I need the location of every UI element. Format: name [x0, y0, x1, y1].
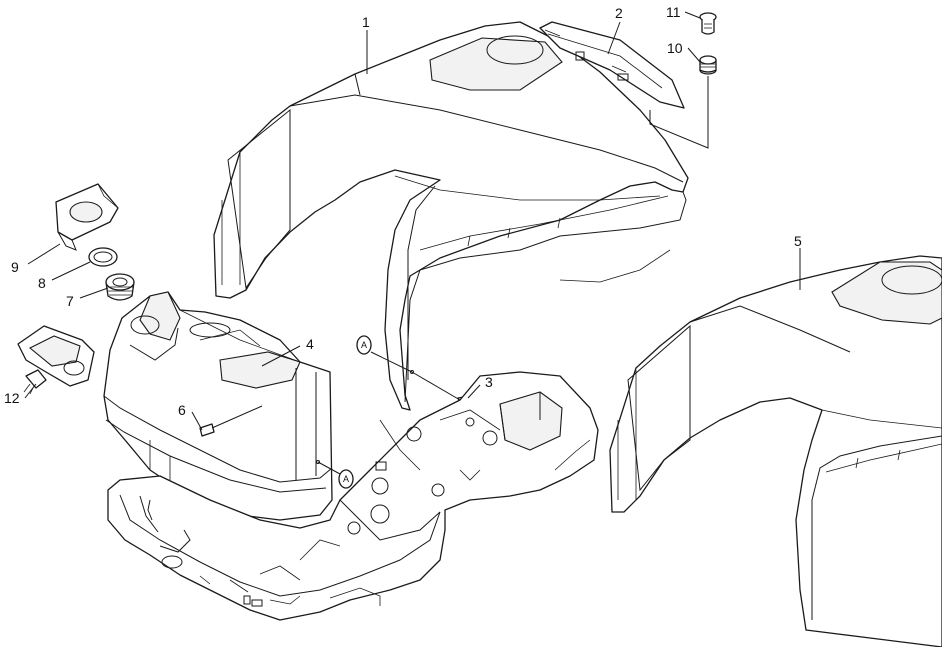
frame-floor-pan	[107, 371, 599, 621]
callout-4: 4	[306, 336, 314, 352]
leader-10	[687, 47, 701, 63]
part-10-grommet	[699, 55, 717, 75]
leader-7	[79, 287, 109, 299]
callout-7: 7	[66, 293, 74, 309]
part-2-side-panel	[539, 21, 685, 109]
leader-8	[51, 261, 91, 281]
leader-11	[684, 11, 701, 19]
reference-mark-label: A	[361, 340, 367, 350]
leader-3	[467, 384, 481, 399]
callout-1: 1	[362, 14, 370, 30]
part-11-clip	[699, 12, 717, 35]
callout-labels: 1 2 3 4 5 6 7 8 9 10 11 12	[4, 4, 802, 418]
callout-leaders	[24, 11, 801, 431]
part-9-cap-cover	[55, 183, 119, 251]
callout-11: 11	[666, 4, 681, 20]
reference-mark-a-lower: A	[316, 460, 354, 489]
callout-12: 12	[4, 390, 20, 406]
leader-2	[607, 21, 621, 55]
reference-mark-label: A	[343, 474, 349, 484]
callout-3: 3	[485, 374, 493, 390]
callout-10: 10	[667, 40, 683, 56]
reference-mark-a-upper: A	[356, 335, 372, 355]
callout-9: 9	[11, 259, 19, 275]
part-8-ring	[88, 247, 118, 267]
leader-12	[24, 383, 37, 399]
leader-10-linkage	[649, 76, 709, 149]
part-4-tank	[103, 291, 333, 521]
callout-6: 6	[178, 402, 186, 418]
callout-8: 8	[38, 275, 46, 291]
leader-9	[27, 243, 61, 265]
part-5-body-shell	[609, 255, 942, 647]
part-1-body-shell	[213, 21, 689, 411]
part-12-bracket	[17, 325, 95, 395]
callout-5: 5	[794, 233, 802, 249]
part-6-bolt	[199, 405, 263, 437]
part-7-threaded-cap	[105, 273, 135, 301]
callout-2: 2	[615, 5, 623, 21]
leader-6	[191, 411, 203, 431]
leader-4	[261, 345, 301, 367]
reference-leader-upper	[370, 351, 413, 373]
